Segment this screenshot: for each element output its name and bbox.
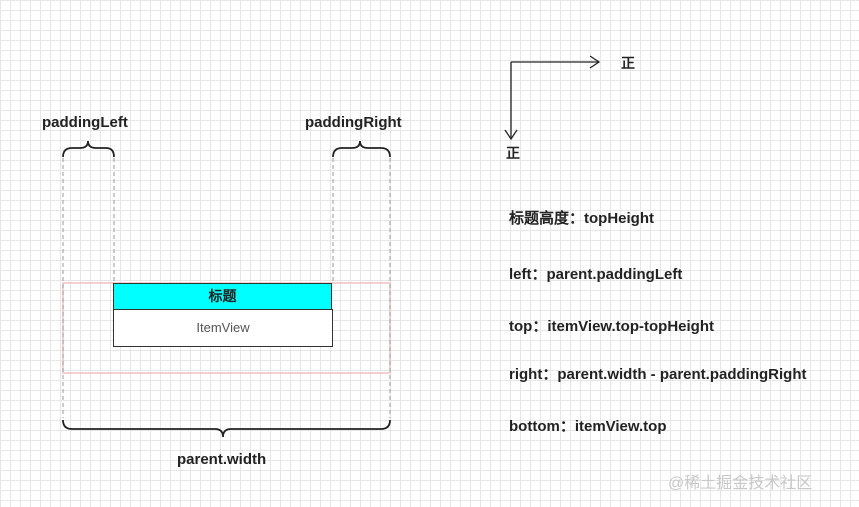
padding-left-brace — [62, 140, 115, 158]
item-view-box: ItemView — [113, 309, 333, 347]
parent-width-brace — [62, 419, 391, 438]
title-bar-box: 标题 — [113, 283, 332, 310]
formula-top-height: 标题高度：topHeight — [509, 210, 654, 227]
padding-right-label: paddingRight — [305, 114, 402, 131]
watermark: @稀土掘金技术社区 — [668, 475, 813, 492]
padding-right-brace — [332, 140, 391, 158]
x-axis-arrow-icon — [589, 55, 601, 69]
padding-left-label: paddingLeft — [42, 114, 128, 131]
y-axis-arrow-icon — [504, 129, 518, 141]
parent-width-label: parent.width — [177, 451, 267, 468]
formula-bottom: bottom：itemView.top — [509, 418, 667, 435]
formula-left: left：parent.paddingLeft — [509, 266, 683, 283]
y-axis-label: 正 — [506, 145, 520, 161]
x-axis-label: 正 — [621, 55, 635, 71]
dashed-guides — [62, 158, 391, 418]
formula-right: right：parent.width - parent.paddingRight — [509, 366, 807, 383]
formula-top: top：itemView.top-topHeight — [509, 318, 714, 335]
